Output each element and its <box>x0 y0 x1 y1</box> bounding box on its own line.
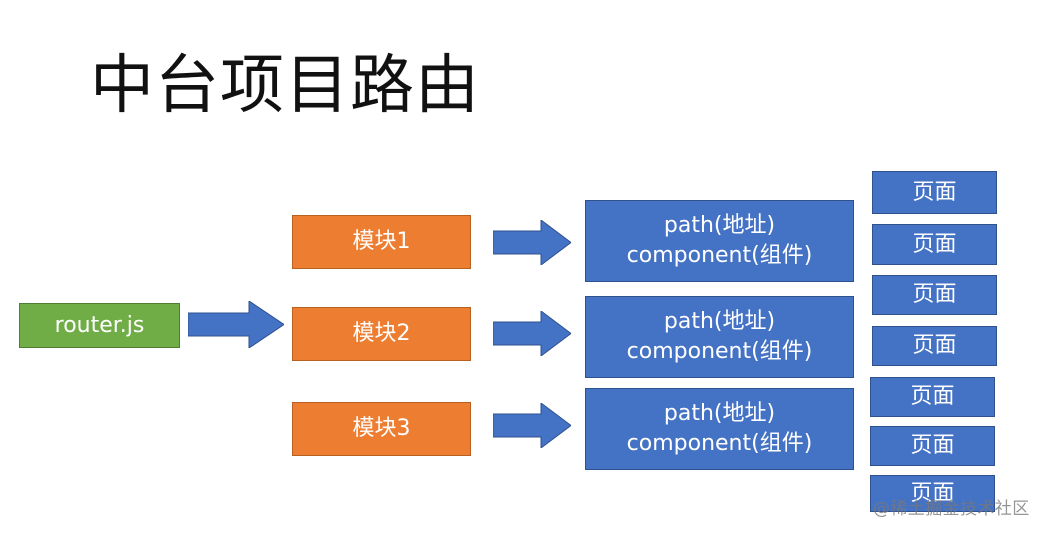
arrow-root-to-module <box>188 301 284 348</box>
page-label: 页面 <box>910 384 955 409</box>
page-label: 页面 <box>912 179 957 205</box>
page-label: 页面 <box>912 231 957 257</box>
router-js-box: router.js <box>19 303 180 348</box>
page-box-6: 页面 <box>870 426 995 466</box>
arrow-module-2-to-route <box>493 311 571 356</box>
module-box-3: 模块3 <box>292 402 471 456</box>
route-component-text: component(组件) <box>626 431 813 456</box>
page-label: 页面 <box>912 282 957 307</box>
route-box-2: path(地址) component(组件) <box>585 296 854 378</box>
page-label: 页面 <box>912 333 957 358</box>
module-box-2: 模块2 <box>292 307 471 361</box>
route-path-text: path(地址) <box>663 213 776 238</box>
page-title: 中台项目路由 <box>90 49 480 123</box>
module-label: 模块3 <box>352 416 411 441</box>
route-box-3: path(地址) component(组件) <box>585 388 854 470</box>
module-box-1: 模块1 <box>292 215 471 269</box>
watermark-text: @稀土掘金技术社区 <box>873 499 1030 519</box>
page-box-5: 页面 <box>870 377 995 417</box>
route-component-text: component(组件) <box>626 339 813 364</box>
page-box-7: 页面 <box>870 475 995 512</box>
route-path-text: path(地址) <box>663 401 776 426</box>
page-label: 页面 <box>910 480 955 506</box>
route-box-1: path(地址) component(组件) <box>585 200 854 282</box>
page-label: 页面 <box>910 433 955 458</box>
page-box-2: 页面 <box>872 224 997 265</box>
route-component-text: component(组件) <box>626 243 813 268</box>
arrow-module-1-to-route <box>493 220 571 265</box>
module-label: 模块2 <box>352 321 411 346</box>
route-path-text: path(地址) <box>663 309 776 334</box>
router-js-label: router.js <box>54 312 145 338</box>
page-box-1: 页面 <box>872 171 997 214</box>
page-box-4: 页面 <box>872 326 997 366</box>
page-box-3: 页面 <box>872 275 997 315</box>
arrow-module-3-to-route <box>493 403 571 448</box>
module-label: 模块1 <box>352 229 411 254</box>
